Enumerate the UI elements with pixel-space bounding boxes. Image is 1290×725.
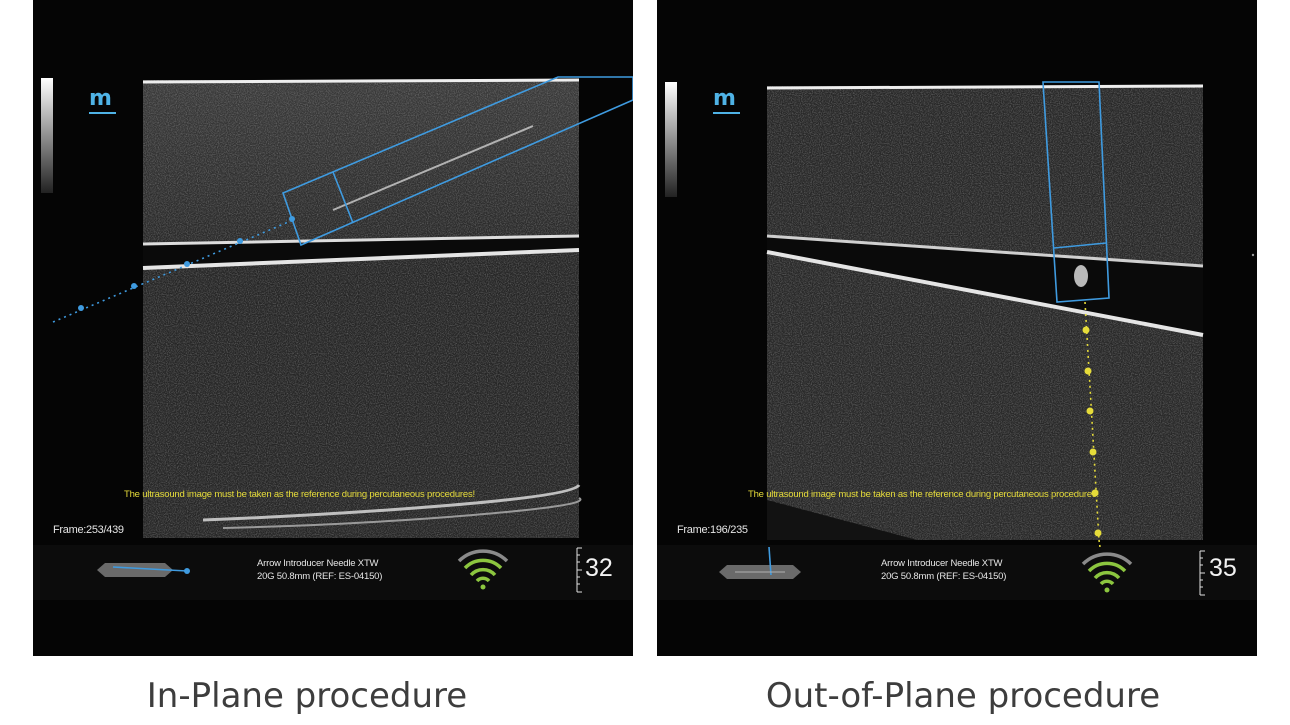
needle-trajectory: [52, 219, 294, 323]
needle-name: Arrow Introducer Needle XTW: [257, 558, 379, 569]
depth-value: 32: [585, 554, 613, 582]
signal-strength-icon: [1081, 552, 1133, 593]
needle-info: Arrow Introducer Needle XTW 20G 50.8mm (…: [881, 557, 1006, 583]
in-plane-caption: In-Plane procedure: [146, 676, 468, 716]
frame-counter: Frame:253/439: [53, 524, 124, 536]
depth-value: 35: [1209, 554, 1237, 582]
in-plane-ultrasound-panel: m The ultrasound image must be taken as …: [33, 0, 633, 656]
brand-logo-underline: [713, 112, 740, 114]
probe-out-of-plane-icon: [719, 546, 801, 579]
needle-trajectory: [1084, 301, 1100, 541]
grayscale-bar: [665, 82, 677, 197]
brand-logo-underline: [89, 112, 116, 114]
probe-in-plane-icon: [97, 563, 190, 577]
vessel-lumen: [767, 236, 1203, 335]
reference-warning: The ultrasound image must be taken as th…: [124, 489, 475, 500]
brand-logo: m: [89, 86, 112, 111]
trajectory-markers: [1082, 326, 1102, 537]
needle-info: Arrow Introducer Needle XTW 20G 50.8mm (…: [257, 557, 382, 583]
brand-logo: m: [713, 86, 736, 111]
needle-tip-echo: [1074, 265, 1088, 287]
needle-spec: 20G 50.8mm (REF: ES-04150): [881, 571, 1007, 582]
out-of-plane-ultrasound-image: [657, 81, 1257, 600]
in-plane-ultrasound-image: [33, 76, 633, 600]
trajectory-markers: [78, 216, 295, 311]
depth-scale-icon: [576, 547, 582, 593]
needle-echo: [332, 125, 534, 211]
frame-counter: Frame:196/235: [677, 524, 748, 536]
out-of-plane-ultrasound-panel: m The ultrasound image must be taken as …: [657, 0, 1257, 656]
needle-guide-outline: [1042, 81, 1110, 303]
needle-guide-outline: [281, 76, 633, 247]
needle-name: Arrow Introducer Needle XTW: [881, 558, 1003, 569]
depth-scale-icon: [1199, 550, 1205, 596]
out-of-plane-caption: Out-of-Plane procedure: [765, 676, 1161, 716]
needle-spec: 20G 50.8mm (REF: ES-04150): [257, 571, 383, 582]
vessel-lumen: [143, 236, 579, 268]
grayscale-bar: [41, 78, 53, 193]
signal-strength-icon: [457, 549, 509, 590]
reference-warning: The ultrasound image must be taken as th…: [748, 489, 1099, 500]
